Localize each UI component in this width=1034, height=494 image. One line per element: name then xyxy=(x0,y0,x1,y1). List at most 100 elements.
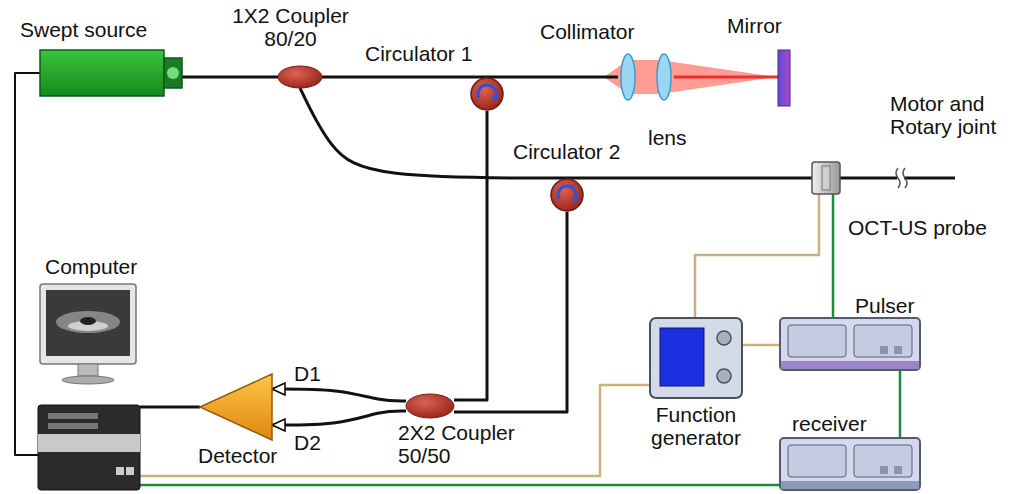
optical-fiber xyxy=(322,76,487,79)
label-box: lens xyxy=(648,126,687,149)
component-label: receiver xyxy=(792,412,867,435)
label-box: 1X2 Coupler 80/20 xyxy=(228,4,353,50)
source-aperture xyxy=(167,67,179,79)
break-mark xyxy=(903,168,907,188)
optical-fiber xyxy=(15,73,40,455)
component-label: Pulser xyxy=(855,294,915,317)
monitor-stand xyxy=(78,364,98,376)
component-node: Function generator xyxy=(650,318,742,398)
optical-fiber xyxy=(454,111,487,400)
label-box: Mirror xyxy=(727,14,782,37)
circulator-symbol xyxy=(551,179,583,211)
tower-button xyxy=(126,467,134,475)
source-end xyxy=(164,58,182,88)
signal-wire xyxy=(140,484,780,487)
node-shape xyxy=(778,50,790,106)
component-label: Detector xyxy=(198,444,277,467)
detector-triangle xyxy=(200,374,272,440)
instrument-body xyxy=(780,438,920,490)
connector-group xyxy=(15,73,900,485)
lens-symbol xyxy=(657,54,671,100)
instrument-knob xyxy=(717,369,731,383)
node-shape xyxy=(38,282,140,490)
circulator-arrow xyxy=(491,96,499,102)
component-node: Swept source xyxy=(40,50,182,96)
optical-fiber xyxy=(272,389,406,401)
instrument-knob xyxy=(717,331,731,345)
tower-slot xyxy=(48,423,98,429)
coupler-ellipse xyxy=(406,394,454,418)
screen-image xyxy=(56,311,120,333)
coupler-ellipse xyxy=(278,66,322,88)
component-label: 2X2 Coupler 50/50 xyxy=(398,421,523,467)
instrument-band xyxy=(781,361,919,369)
component-label: OCT-US probe xyxy=(848,216,987,239)
component-label: 1X2 Coupler 80/20 xyxy=(228,4,353,50)
signal-wire xyxy=(695,194,819,318)
break-mark xyxy=(896,168,900,188)
instrument-panel xyxy=(788,445,846,477)
optical-fiber xyxy=(140,406,200,409)
optical-fiber xyxy=(182,76,278,79)
node-shape xyxy=(780,318,920,370)
label-box: Function generator xyxy=(640,403,752,449)
node-shape xyxy=(278,66,322,88)
source-body xyxy=(40,50,164,96)
mirror-symbol xyxy=(778,50,790,106)
label-box: OCT-US probe xyxy=(848,216,987,239)
optical-fiber xyxy=(487,76,618,79)
component-label: Function generator xyxy=(640,403,752,449)
node-shape xyxy=(470,77,504,111)
instrument-screen xyxy=(660,328,704,386)
instrument-body xyxy=(780,318,920,370)
optical-fiber xyxy=(300,88,567,178)
component-node: Collimatorlens xyxy=(618,52,674,102)
signal-wire xyxy=(899,370,902,438)
label-box: Circulator 1 xyxy=(365,42,472,65)
signal-name: D1 xyxy=(294,362,321,385)
circulator-node: Circulator 2 xyxy=(550,178,584,212)
signal-wire xyxy=(742,344,780,347)
component-node: 1X2 Coupler 80/20 xyxy=(278,66,322,88)
instrument-body xyxy=(650,318,742,398)
instrument-panel xyxy=(854,325,912,357)
rotary-joint-core xyxy=(822,166,830,190)
instrument-button xyxy=(894,466,902,474)
rotary-joint xyxy=(812,162,840,194)
label-box: receiver xyxy=(792,412,867,435)
instrument-button xyxy=(880,346,888,354)
component-label: Mirror xyxy=(727,14,782,37)
instrument-panel xyxy=(854,445,912,477)
node-shape xyxy=(200,374,272,440)
optical-fiber xyxy=(674,76,778,79)
component-node: Pulser xyxy=(780,318,920,370)
component-label: Swept source xyxy=(20,18,147,41)
optical-fiber xyxy=(272,411,406,425)
label-box: Computer xyxy=(45,255,137,278)
component-label: Computer xyxy=(45,255,137,278)
label-box: 2X2 Coupler 50/50 xyxy=(398,421,523,467)
label-box: Circulator 2 xyxy=(513,140,620,163)
label-box: Pulser xyxy=(855,294,915,317)
label-box: Motor and Rotary joint xyxy=(890,92,1018,138)
instrument-band xyxy=(781,481,919,489)
component-label: lens xyxy=(648,126,687,149)
node-shape xyxy=(812,162,840,194)
tower-slot xyxy=(48,413,98,419)
signal-name: D2 xyxy=(294,431,321,454)
circulator-node: Circulator 1 xyxy=(470,77,504,111)
monitor-base xyxy=(62,376,114,384)
component-label: Motor and Rotary joint xyxy=(890,92,1018,138)
optical-fiber xyxy=(567,177,812,180)
signal-wire xyxy=(832,194,835,318)
node-shape xyxy=(550,178,584,212)
component-node: Mirror xyxy=(778,50,790,106)
label-box: Swept source xyxy=(20,18,147,41)
component-label: Collimator xyxy=(540,20,635,43)
component-node: Computer xyxy=(38,282,140,490)
computer-tower xyxy=(38,405,140,490)
label-box: Collimator xyxy=(540,20,635,43)
optical-fiber xyxy=(454,212,567,412)
tower-band xyxy=(38,434,140,452)
